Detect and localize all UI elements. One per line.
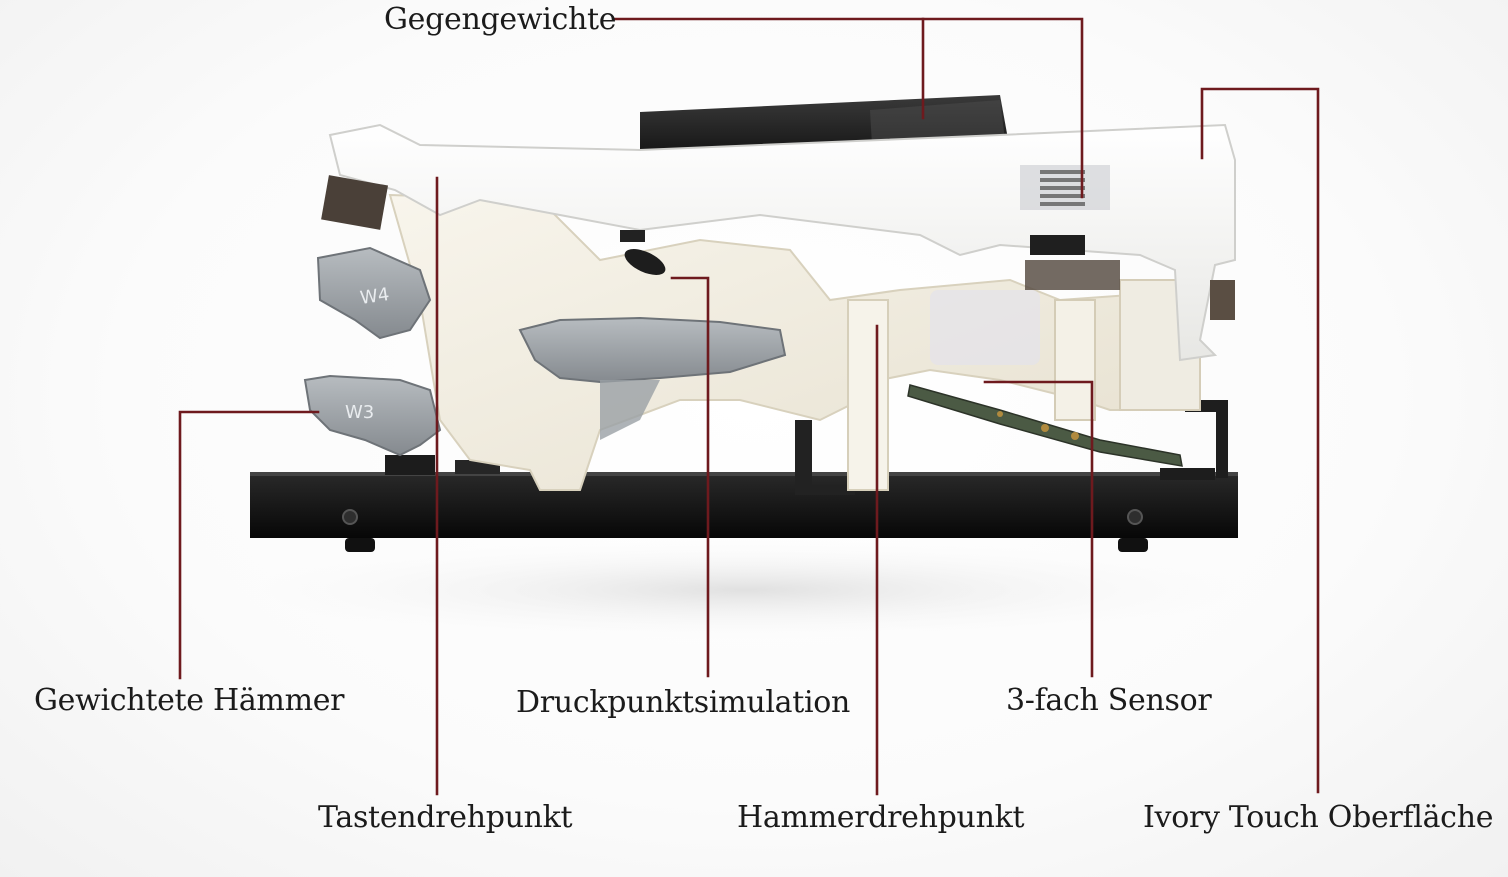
label-triple-sensor: 3-fach Sensor <box>1006 683 1212 718</box>
leader-sensor <box>983 380 1094 678</box>
base-plate <box>250 455 1238 552</box>
label-hammer-pivot: Hammerdrehpunkt <box>737 800 1025 835</box>
label-key-pivot: Tastendrehpunkt <box>318 800 573 835</box>
label-counterweights: Gegengewichte <box>384 2 617 37</box>
piano-key <box>321 123 1236 362</box>
leader-weighted-hammers <box>178 410 320 680</box>
weight-marking-upper: W4 <box>359 284 391 309</box>
key-ribs <box>1040 170 1085 206</box>
leader-ivory-touch <box>1200 87 1320 794</box>
let-off-mechanism <box>620 230 666 275</box>
action-body <box>388 193 1201 491</box>
label-ivory-touch-surface: Ivory Touch Oberfläche <box>1143 800 1494 835</box>
hammer-shank-weight <box>518 316 787 384</box>
rear-bracket <box>795 400 1228 495</box>
label-let-off-simulation: Druckpunktsimulation <box>516 685 851 720</box>
floor-shadow <box>185 535 1305 645</box>
leader-counterweights <box>612 17 1084 199</box>
hammer-weight-upper <box>316 246 432 340</box>
hammer-weight-lower <box>303 374 442 457</box>
sensor-board <box>907 384 1183 467</box>
label-weighted-hammers: Gewichtete Hämmer <box>34 683 345 718</box>
rear-damper <box>1025 235 1120 290</box>
weight-marking-lower: W3 <box>345 402 374 423</box>
hammer-weights: W4 W3 <box>303 246 787 457</box>
leader-lines <box>178 17 1320 796</box>
leader-let-off <box>670 276 710 678</box>
